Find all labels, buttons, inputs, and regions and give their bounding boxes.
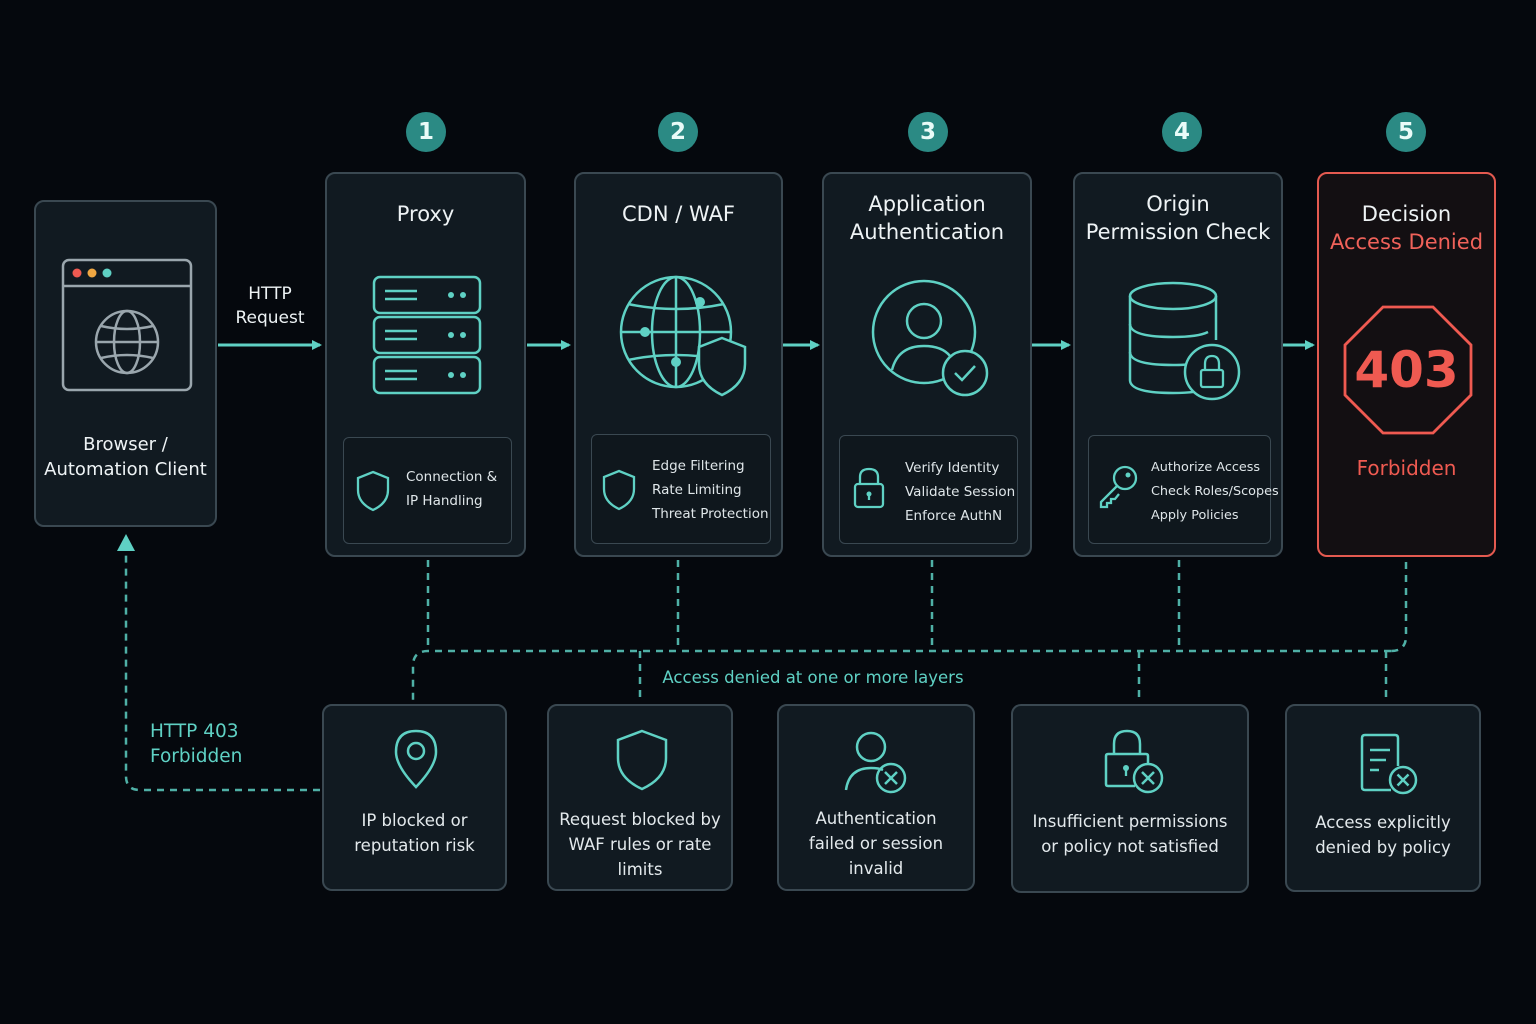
reason-card-waf-blocked: Request blocked by WAF rules or rate lim… [547, 704, 733, 891]
stage-card-cdn-waf: CDN / WAF Edge Filtering [574, 172, 783, 557]
reason-card-ip-blocked: IP blocked or reputation risk [322, 704, 507, 891]
return-arrowhead [117, 534, 135, 551]
shield-icon [616, 729, 668, 791]
http-request-label: HTTP Request [235, 284, 305, 328]
status-code: 403 [1354, 341, 1459, 399]
decision-card: Decision Access Denied 403 Forbidden [1317, 172, 1496, 557]
stop-octagon-icon [1343, 305, 1473, 435]
reason-card-denied-by-policy: Access explicitly denied by policy [1285, 704, 1481, 892]
server-stack-icon [372, 275, 482, 395]
denial-dashed-lines [124, 548, 1408, 792]
stage-title: CDN / WAF [621, 202, 736, 226]
http-403-return-label: HTTP 403 Forbidden [150, 721, 243, 767]
user-check-icon [871, 279, 989, 397]
stage-title: Application Authentication [849, 192, 1005, 244]
stage-detail-box: Verify Identity Validate Session Enforce… [839, 435, 1018, 544]
padlock-icon [853, 467, 885, 509]
step-badge-4: 4 [1162, 112, 1202, 152]
stage-detail-box: Edge Filtering Rate Limiting Threat Prot… [591, 434, 771, 544]
client-label: Browser / Automation Client [44, 434, 207, 480]
reason-card-insufficient-permissions: Insufficient permissions or policy not s… [1011, 704, 1249, 893]
stage-detail-box: Connection & IP Handling [343, 437, 512, 544]
stage-card-application-authentication: Application Authentication Verif [822, 172, 1032, 557]
location-pin-icon [394, 729, 438, 789]
step-badge-5: 5 [1386, 112, 1426, 152]
status-text: Forbidden [1356, 456, 1457, 480]
decision-title: Decision Access Denied [1319, 200, 1494, 256]
database-lock-icon [1128, 281, 1241, 401]
browser-globe-icon [61, 258, 193, 392]
document-x-icon [1360, 733, 1418, 795]
step-badge-3: 3 [908, 112, 948, 152]
shield-icon [602, 469, 636, 511]
decision-subtitle: Access Denied [1329, 230, 1484, 254]
user-x-icon [844, 731, 907, 794]
stage-card-proxy: Proxy Connection & IP Han [325, 172, 526, 557]
stage-title: Proxy [396, 202, 455, 226]
lock-x-icon [1104, 729, 1164, 794]
reason-card-auth-failed: Authentication failed or session invalid [777, 704, 975, 891]
globe-shield-icon [619, 275, 747, 397]
client-card: Browser / Automation Client [34, 200, 217, 527]
stage-detail-box: Authorize Access Check Roles/Scopes Appl… [1088, 435, 1279, 544]
step-badge-2: 2 [658, 112, 698, 152]
key-icon [1099, 465, 1138, 509]
stage-card-origin-permission-check: Origin Permission Check [1073, 172, 1283, 557]
shield-icon [356, 470, 390, 512]
denied-caption: Access denied at one or more layers [662, 668, 964, 687]
stage-title: Origin Permission Check [1085, 192, 1271, 244]
step-badge-1: 1 [406, 112, 446, 152]
